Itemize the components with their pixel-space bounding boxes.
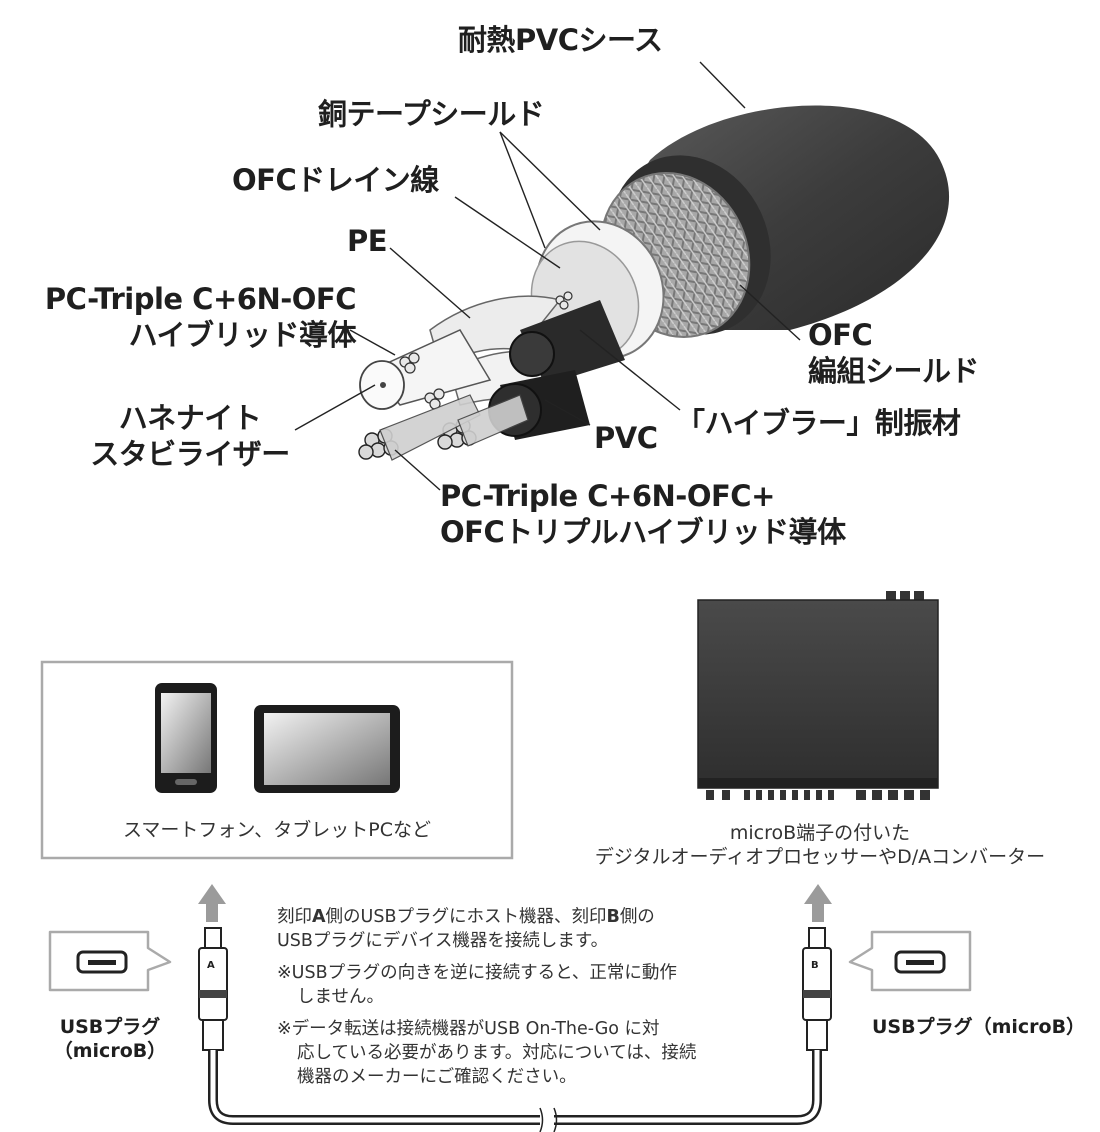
- label-hanenite-2: スタビライザー: [90, 437, 290, 471]
- plug-left-label-2: （microB）: [53, 1040, 167, 1062]
- instruction-mark-b: B: [606, 907, 620, 927]
- plug-mark-b: B: [811, 960, 819, 971]
- instruction-line-2: USBプラグにデバイス機器を接続します。: [277, 931, 609, 951]
- instruction-1b: 側のUSBプラグにホスト機器、刻印: [325, 907, 607, 927]
- label-triple-1: PC-Triple C+6N-OFC+: [440, 479, 775, 513]
- dac-device-icon: [697, 591, 939, 800]
- host-caption: スマートフォン、タブレットPCなど: [122, 819, 431, 841]
- note1-line-1: ※USBプラグの向きを逆に接続すると、正常に動作: [277, 963, 677, 983]
- label-drain: OFCドレイン線: [232, 163, 439, 197]
- plug-left-label-1: USBプラグ: [59, 1016, 161, 1038]
- plug-mark-a: A: [207, 960, 215, 971]
- arrow-up-icon: [198, 884, 226, 922]
- plug-callout-left: [48, 930, 172, 992]
- label-triple: PC-Triple C+6N-OFC+ OFCトリプルハイブリッド導体: [440, 478, 846, 550]
- label-hanenite-1: ハネナイト: [118, 401, 262, 435]
- cable-illustration: [358, 105, 950, 461]
- instruction-1c: 側の: [619, 907, 655, 927]
- label-copper-tape: 銅テープシールド: [318, 97, 545, 131]
- label-triple-2: OFCトリプルハイブリッド導体: [440, 515, 846, 549]
- device-caption-2: デジタルオーディオプロセッサーやD/Aコンバーター: [594, 846, 1046, 868]
- device-caption-1: microB端子の付いた: [729, 822, 911, 844]
- label-pe: PE: [347, 224, 388, 258]
- usb-plug-a: [198, 927, 228, 1051]
- note2-line-3: 機器のメーカーにご確認ください。: [297, 1067, 577, 1087]
- label-hybrid-1: PC-Triple C+6N-OFC: [44, 282, 357, 316]
- arrow-up-icon-right: [804, 884, 832, 922]
- pvc-core-upper-end: [509, 331, 555, 377]
- note2-line-2: 応している必要があります。対応については、接続: [297, 1043, 697, 1063]
- label-hybrid: PC-Triple C+6N-OFC ハイブリッド導体: [16, 281, 357, 353]
- plug-left-label: USBプラグ （microB）: [40, 1015, 180, 1063]
- label-hybrar: 「ハイブラー」制振材: [676, 406, 961, 440]
- label-pvc: PVC: [594, 421, 658, 455]
- label-hanenite: ハネナイト スタビライザー: [76, 400, 304, 472]
- usb-plug-b: [802, 927, 832, 1051]
- note2-line-1: ※データ転送は接続機器がUSB On-The-Go に対: [277, 1019, 660, 1039]
- instruction-1a: 刻印: [277, 907, 312, 927]
- device-caption: microB端子の付いた デジタルオーディオプロセッサーやD/Aコンバーター: [540, 821, 1100, 869]
- smartphone-icon: [155, 683, 217, 793]
- leader-lines: [294, 61, 801, 491]
- label-hybrid-2: ハイブリッド導体: [128, 318, 357, 352]
- tablet-icon: [254, 705, 400, 793]
- label-braid: OFC 編組シールド: [808, 317, 980, 389]
- plug-callout-right: [848, 930, 972, 992]
- instruction-line-1: 刻印A側のUSBプラグにホスト機器、刻印B側の: [277, 905, 655, 929]
- hybrid-conductor-strands: [399, 291, 573, 410]
- label-braid-1: OFC: [808, 318, 873, 352]
- instruction-mark-a: A: [312, 907, 326, 927]
- label-braid-2: 編組シールド: [808, 354, 980, 388]
- label-pvc-sheath: 耐熱PVCシース: [458, 23, 663, 57]
- note1-line-2: しません。: [297, 987, 384, 1007]
- cable-break: [539, 1107, 558, 1132]
- plug-right-label: USBプラグ（microB）: [872, 1016, 1086, 1038]
